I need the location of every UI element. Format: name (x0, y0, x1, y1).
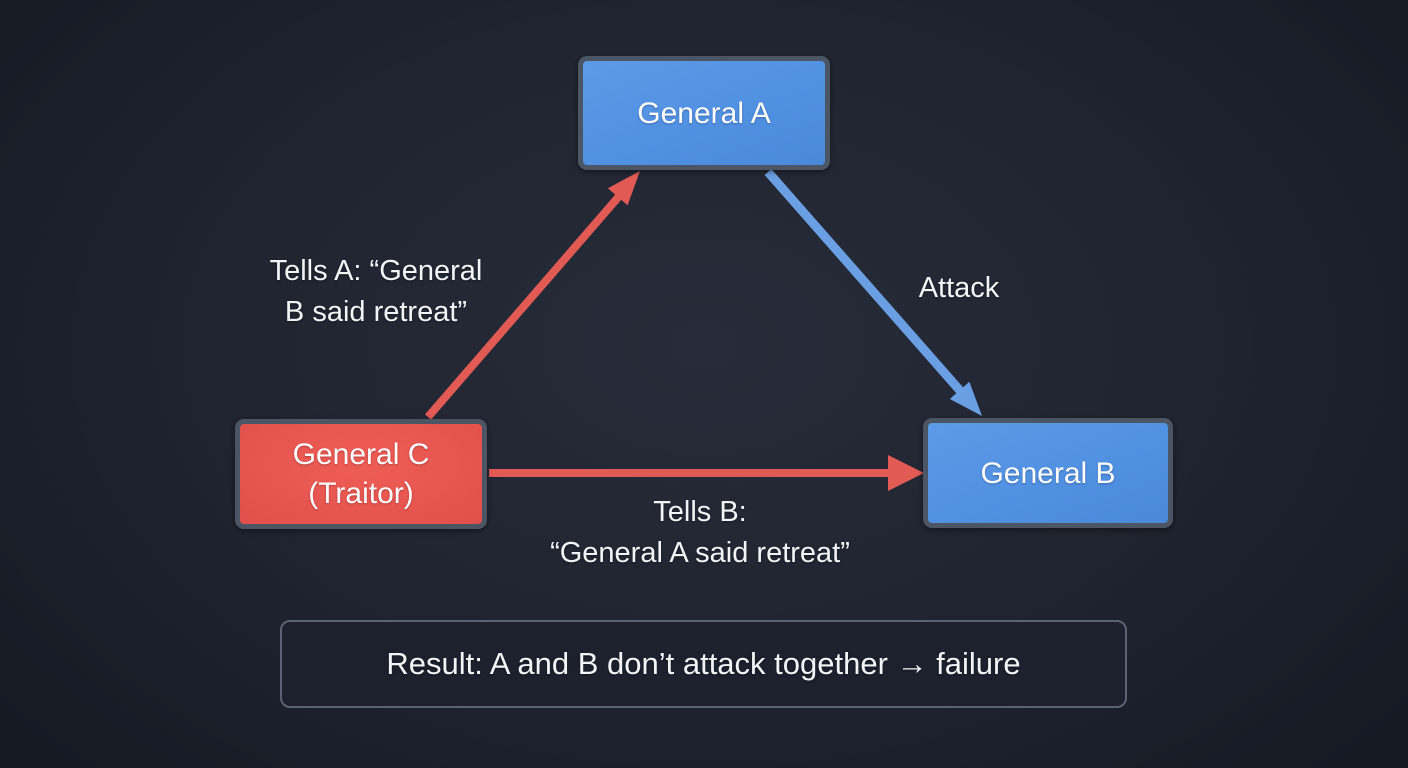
edge-label-c-to-b-line2: “General A said retreat” (550, 537, 850, 569)
node-general-c: General C (Traitor) (235, 419, 487, 529)
edge-label-a-to-b: Attack (859, 268, 1059, 309)
edge-c-to-b-arrow (489, 455, 924, 491)
edge-label-c-to-a-line2: B said retreat” (284, 296, 468, 328)
edge-label-c-to-b-line1: Tells B: (653, 496, 747, 528)
edge-label-c-to-a-line1: Tells A: “General (269, 255, 483, 287)
node-general-c-sublabel: (Traitor) (308, 477, 414, 510)
node-general-c-label: General C (292, 438, 430, 471)
node-general-a-label: General A (637, 96, 771, 130)
edge-label-a-to-b-text: Attack (918, 272, 1000, 304)
edge-a-to-b-arrow (764, 169, 982, 416)
edge-c-to-a-arrow (424, 171, 640, 420)
result-text: Result: A and B don’t attack together → … (386, 646, 1021, 681)
node-general-a: General A (578, 56, 830, 170)
node-general-b-label: General B (980, 456, 1116, 490)
edge-label-c-to-b: Tells B: “General A said retreat” (490, 492, 910, 574)
edge-label-c-to-a: Tells A: “General B said retreat” (230, 251, 522, 333)
result-box: Result: A and B don’t attack together → … (280, 620, 1127, 708)
node-general-b: General B (923, 418, 1173, 528)
